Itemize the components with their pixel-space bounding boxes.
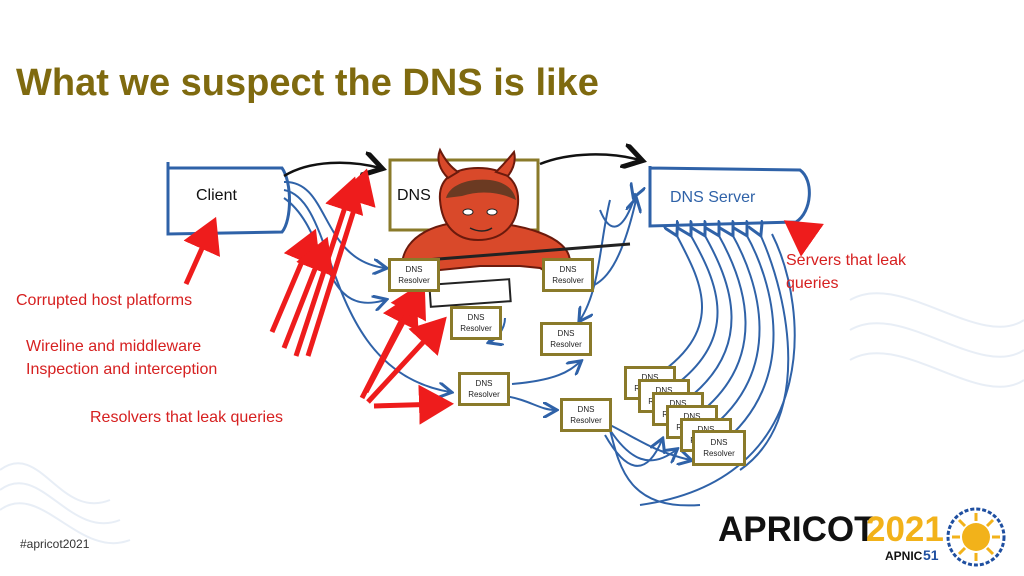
devil-hair bbox=[446, 179, 516, 200]
sun-emblem-icon bbox=[946, 507, 1006, 567]
red-arrow-resolver-4 bbox=[363, 281, 426, 394]
logo-apricot-text: APRICOT bbox=[718, 510, 876, 549]
devil-mouth bbox=[469, 227, 493, 232]
red-arrow-host bbox=[183, 216, 221, 286]
logo-apnic-text: APNIC bbox=[885, 549, 923, 563]
red-arrow-wire-4 bbox=[305, 168, 376, 357]
label-servers-leak: Servers that leak queries bbox=[786, 252, 907, 292]
label-resolvers-leak: Resolvers that leak queries bbox=[90, 409, 283, 426]
devil-eye-right bbox=[486, 208, 498, 216]
red-arrow-wire-2 bbox=[281, 236, 334, 349]
black-arrow-dns-server bbox=[539, 154, 640, 164]
devil-horn-right bbox=[494, 149, 516, 178]
red-arrow-wire-3 bbox=[293, 176, 364, 357]
dns-server-label: DNS Server bbox=[670, 189, 756, 206]
devil-horn-left bbox=[437, 147, 460, 180]
hashtag-footer: #apricot2021 bbox=[20, 537, 90, 551]
red-arrow-resolver-2 bbox=[366, 316, 447, 404]
client-box bbox=[166, 162, 291, 236]
red-arrow-resolver-3 bbox=[373, 384, 454, 425]
red-arrows bbox=[183, 168, 824, 425]
logo-number-text: 51 bbox=[923, 547, 939, 563]
label-corrupted-hosts: Corrupted host platforms bbox=[16, 292, 193, 309]
devil-eye-left bbox=[462, 208, 474, 216]
devil-laptop bbox=[428, 278, 512, 308]
client-label: Client bbox=[196, 187, 237, 204]
background-watermark bbox=[0, 292, 1024, 545]
devil-head bbox=[438, 166, 520, 242]
devil-illustration bbox=[399, 147, 631, 308]
dns-partial-label: DNS bbox=[397, 187, 431, 204]
blue-flow-lines bbox=[283, 180, 636, 410]
server-resolver-bundle bbox=[604, 234, 796, 507]
red-arrow-server bbox=[783, 220, 824, 257]
page-title: What we suspect the DNS is like bbox=[16, 62, 599, 104]
label-wireline-middleware: Wireline and middleware Inspection and i… bbox=[26, 338, 218, 378]
black-arrow-client-dns bbox=[283, 163, 380, 176]
logo-year-text: 2021 bbox=[866, 510, 944, 549]
